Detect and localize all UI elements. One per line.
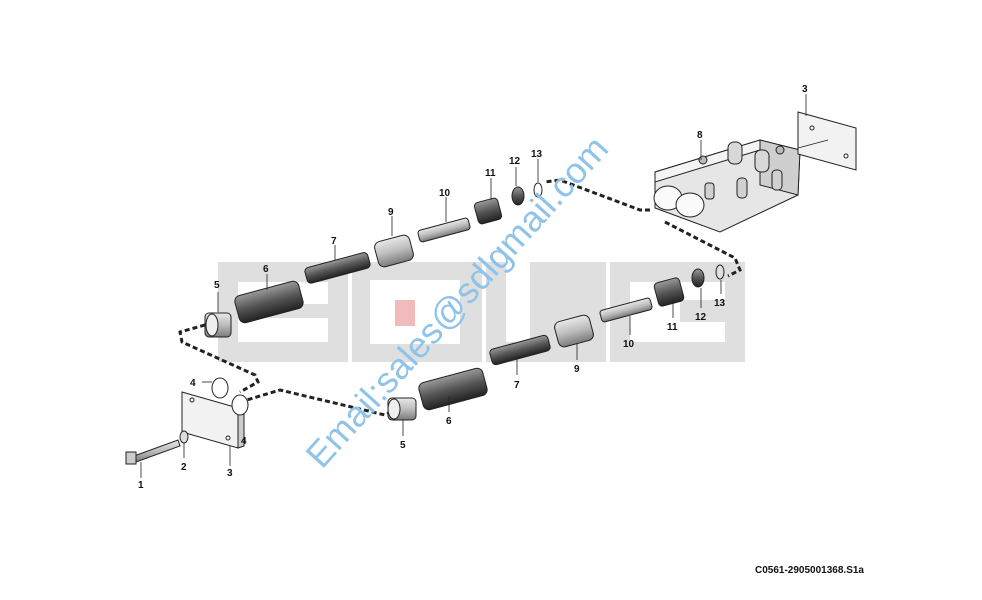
label-part-8: 8	[697, 130, 703, 141]
label-part-12-bottom: 12	[695, 312, 707, 323]
drawing-code: C0561-2905001368.S1a	[755, 565, 864, 576]
label-part-3-top: 3	[802, 84, 808, 95]
label-part-11-top: 11	[485, 168, 496, 179]
gasket-plate-top	[797, 111, 857, 171]
o-rings	[211, 377, 249, 416]
label-part-4-upper: 4	[190, 378, 196, 389]
bottom-spool-assembly	[387, 264, 725, 421]
label-part-9-bottom: 9	[574, 364, 580, 375]
part-labels: 1 2 3 4 4 5 6 7 9 10 11 12 13 8 3 5 6 7 …	[138, 84, 808, 491]
label-part-12-top: 12	[509, 156, 521, 167]
assembly-dashed-paths	[178, 178, 742, 417]
label-part-13-top: 13	[531, 149, 543, 160]
label-part-10-bottom: 10	[623, 339, 635, 350]
bolt-and-washer	[125, 430, 189, 465]
label-part-5-bottom: 5	[400, 440, 406, 451]
valve-housing	[653, 139, 801, 233]
leader-lines	[140, 94, 807, 478]
label-part-6-bottom: 6	[446, 416, 452, 427]
label-part-7-bottom: 7	[514, 380, 520, 391]
label-part-11-bottom: 11	[667, 322, 678, 333]
label-part-1: 1	[138, 480, 144, 491]
label-part-2: 2	[181, 462, 187, 473]
label-part-7-top: 7	[331, 236, 337, 247]
label-part-3-bottom: 3	[227, 468, 233, 479]
label-part-6-top: 6	[263, 264, 269, 275]
label-part-4-lower: 4	[241, 436, 247, 447]
top-spool-assembly	[204, 182, 543, 338]
label-part-13-bottom: 13	[714, 298, 726, 309]
cover-plate-bottom	[181, 391, 245, 449]
label-part-5-top: 5	[214, 280, 220, 291]
label-part-9-top: 9	[388, 207, 394, 218]
label-part-10-top: 10	[439, 188, 451, 199]
